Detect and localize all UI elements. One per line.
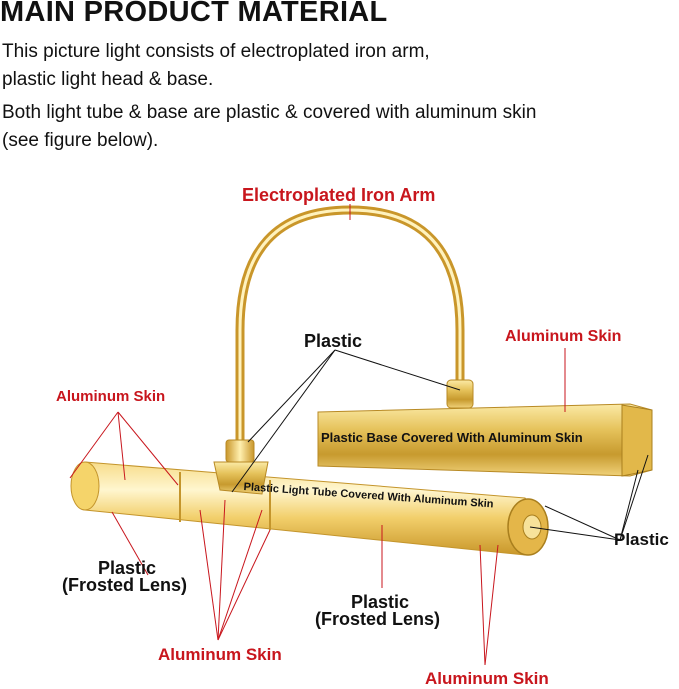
- intro-paragraph: This picture light consists of electropl…: [2, 38, 430, 94]
- intro-line-2: plastic light head & base.: [2, 69, 214, 90]
- label-frosted-left-2: (Frosted Lens): [62, 575, 188, 595]
- label-plastic-base: Plastic Base Covered With Aluminum Skin: [321, 430, 583, 445]
- leader-lines: [231, 349, 649, 541]
- tube-left-end: [70, 461, 100, 511]
- label-plastic-right: Plastic: [614, 530, 669, 549]
- detail-line-2: (see figure below).: [2, 130, 159, 151]
- label-aluminum-skin-base: Aluminum Skin: [505, 328, 622, 345]
- label-plastic-top: Plastic: [304, 331, 363, 351]
- base-endcap: [621, 404, 653, 477]
- label-aluminum-skin-left: Aluminum Skin: [56, 388, 166, 405]
- label-aluminum-skin-bottom-right: Aluminum Skin: [425, 669, 549, 688]
- intro-line-1: This picture light consists of electropl…: [2, 41, 430, 62]
- label-frosted-mid-1: Plastic: [351, 592, 410, 612]
- tube-joint: [225, 439, 255, 463]
- label-frosted-mid-2: (Frosted Lens): [315, 609, 441, 629]
- detail-paragraph: Both light tube & base are plastic & cov…: [2, 99, 536, 155]
- base-connector: [446, 379, 474, 409]
- tube-joint-collar: [213, 461, 269, 495]
- label-aluminum-skin-bottom-left: Aluminum Skin: [158, 645, 282, 664]
- detail-line-1: Both light tube & base are plastic & cov…: [2, 102, 537, 123]
- page-title: MAIN PRODUCT MATERIAL: [0, 0, 388, 28]
- leader-lines-red: [69, 204, 566, 666]
- label-electroplated-arm: Electroplated Iron Arm: [242, 185, 436, 205]
- label-frosted-left-1: Plastic: [98, 558, 157, 578]
